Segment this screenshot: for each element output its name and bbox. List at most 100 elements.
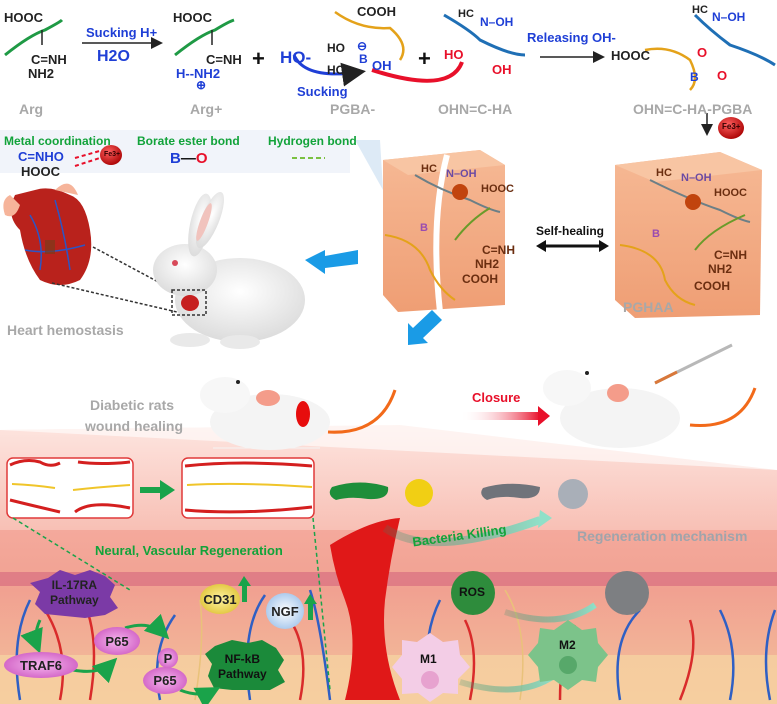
cd31-node: CD31 [200, 584, 240, 614]
bacteria-cocci-yellow [405, 479, 433, 507]
gel2-b: B [652, 228, 660, 240]
product-b: B [690, 70, 699, 84]
fe-ion-label: Fe3+ [722, 122, 741, 131]
regeneration-mechanism-label: Regeneration mechanism [577, 528, 748, 544]
step1-below: H2O [97, 48, 130, 65]
bacteria-rod-green [329, 482, 389, 500]
product-o2: O [717, 68, 728, 83]
pgba-boron: B [359, 52, 368, 66]
product-chain-a [644, 47, 697, 91]
phospho-node: P [158, 648, 178, 668]
blue-arrow-left [305, 250, 358, 274]
bacteria-cocci-dead [558, 479, 588, 509]
legend-fe-label: Fe3+ [104, 151, 121, 158]
gel1-b: B [420, 222, 428, 234]
argplus-group-imine: C=NH [206, 52, 242, 67]
il17-pathway-shape [30, 570, 118, 618]
rabbit-illustration [153, 191, 305, 349]
ha-ho: HO [444, 47, 464, 62]
heart-illustration [3, 183, 92, 285]
step2-above: Releasing OH- [527, 30, 616, 45]
legend-borate-o: O [195, 150, 208, 167]
ha-label: OHN=C-HA [438, 101, 513, 117]
hydroxide-ion: HO- [280, 48, 312, 67]
p65-phospho-node: P65 [143, 667, 187, 694]
nfkb-line1: NF-kB [224, 652, 261, 666]
m1-cell [392, 633, 470, 702]
sucking-arrow [292, 54, 366, 87]
rat-left [200, 377, 397, 450]
bacteria-killing-arrow [382, 516, 542, 547]
il17-pathway-label: IL-17RA Pathway [50, 578, 99, 608]
pgba-chain [334, 10, 405, 61]
pghaa-label: PGHAA [623, 299, 674, 315]
nfkb-pathway-label: NF-kB Pathway [218, 652, 267, 682]
gel1-cooh2: COOH [462, 272, 498, 286]
pgba-charge: ⊖ [357, 39, 368, 53]
closure-arrow-bar [460, 412, 540, 420]
bacteria-rod-dead [481, 483, 540, 500]
product-chain-b [693, 13, 776, 67]
plus-sign-2: + [418, 46, 431, 71]
pgba-ho1: HO [327, 41, 345, 55]
argplus-charge: ⊕ [196, 78, 207, 92]
arg-group-amine: NH2 [28, 66, 55, 81]
legend-borate-b: B [170, 150, 181, 167]
red-curve-arrow [371, 61, 464, 83]
pgba-oh: OH [372, 58, 392, 73]
ha-n-oh: N–OH [480, 15, 514, 29]
arg-label: Arg [19, 101, 44, 117]
legend-metal-line1: C=NHO [18, 149, 64, 164]
gel2-amine: NH2 [708, 262, 733, 276]
gel1-hc: HC [421, 163, 437, 175]
ha-oh: OH [492, 62, 512, 77]
pgba-group-top: COOH [357, 4, 396, 19]
ros-ball-gray [605, 571, 649, 615]
argplus-group-top: HOOC [173, 10, 212, 25]
product-cooh: HOOC [611, 48, 650, 63]
m1-label: M1 [420, 652, 437, 666]
legend-fe-icon [100, 145, 122, 165]
ha-hc: HC [458, 8, 474, 20]
legend-background [0, 130, 350, 173]
neural-vascular-label: Neural, Vascular Regeneration [95, 543, 283, 558]
ha-chain [443, 13, 526, 57]
product-n-oh: N–OH [712, 10, 746, 24]
rat-right [543, 343, 757, 448]
gel1-amine: NH2 [475, 257, 500, 271]
legend-metal-line2: HOOC [21, 164, 60, 179]
argplus-group-amine: H--NH2 [176, 66, 221, 81]
heart-hemostasis-label: Heart hemostasis [7, 322, 124, 338]
step1-above: Sucking H+ [86, 25, 158, 40]
legend-metal-coordination: Metal coordination [4, 134, 111, 148]
arg-chain [4, 18, 64, 57]
argplus-label: Arg+ [190, 101, 223, 117]
legend-borate-symbol: B—O [170, 150, 208, 167]
gel1-imine: C=NH [482, 243, 516, 257]
hydrogel-wound-fill [330, 518, 400, 700]
hydrogel-healed [615, 152, 762, 318]
gel2-hc: HC [656, 167, 672, 179]
pgba-ho2: HO [327, 63, 345, 77]
gel2-cooh: HOOC [714, 187, 747, 199]
closure-label: Closure [472, 390, 521, 405]
arg-group-imine: C=NH [31, 52, 67, 67]
m2-label: M2 [559, 638, 576, 652]
blue-arrow-down-left [408, 310, 442, 345]
traf6-node: TRAF6 [4, 652, 78, 678]
hydrogel-broken [355, 140, 505, 313]
gel2-cooh2: COOH [694, 279, 730, 293]
arg-plus-chain [174, 18, 235, 57]
self-healing-label: Self-healing [536, 224, 605, 238]
wound-healing-label: wound healing [85, 418, 183, 434]
green-arrow-right [140, 480, 175, 500]
nerve-box-after [181, 457, 315, 519]
nfkb-line2: Pathway [218, 667, 267, 681]
fe-ion-icon [718, 117, 744, 139]
product-o1: O [697, 45, 708, 60]
gel2-n-oh: N–OH [681, 172, 712, 184]
legend-hydrogen-bond: Hydrogen bond [268, 134, 357, 148]
m2-cell [528, 620, 608, 690]
ngf-node: NGF [266, 593, 304, 629]
